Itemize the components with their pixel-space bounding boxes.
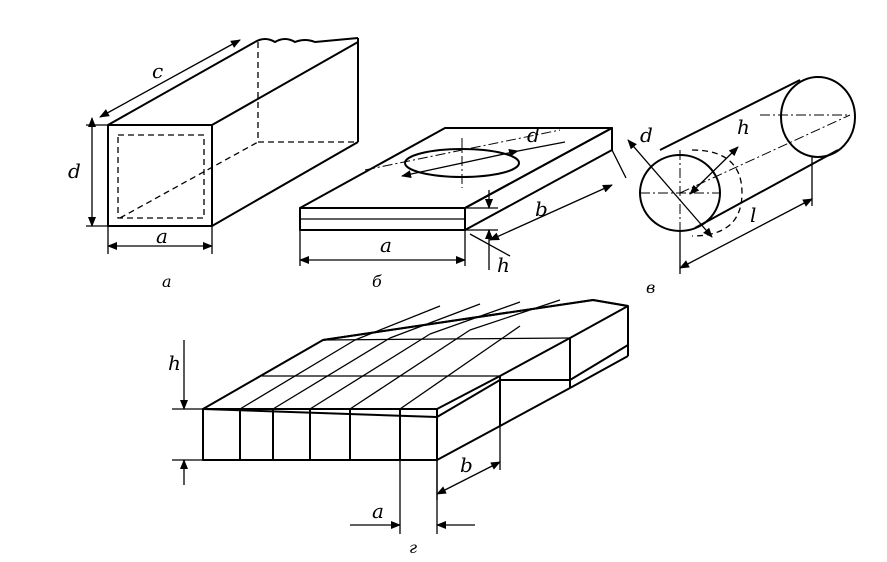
figure-b-plate — [299, 127, 627, 270]
label-h: h — [737, 115, 750, 139]
plate-top-face — [299, 127, 613, 209]
figure-c-cylinder — [627, 76, 856, 274]
caption-c: в — [646, 278, 655, 297]
caption-b: б — [372, 272, 382, 291]
dimension-hole-d — [401, 148, 519, 179]
label-d: d — [527, 123, 540, 147]
label-c: c — [152, 59, 163, 83]
blocks-top-surface — [202, 299, 629, 418]
label-l: l — [750, 203, 756, 227]
label-h: h — [497, 253, 510, 277]
label-h: h — [168, 351, 181, 375]
caption-d: г — [409, 538, 417, 557]
label-d: d — [68, 159, 81, 183]
label-a: a — [156, 224, 168, 248]
dimension-c — [99, 39, 241, 118]
prism-inner-outline — [117, 134, 205, 219]
figure-d-blocks — [172, 299, 629, 534]
label-a: a — [372, 499, 384, 523]
dimension-b — [489, 184, 613, 241]
label-d: d — [640, 123, 653, 147]
prism-front-face — [107, 124, 213, 227]
caption-a: а — [162, 272, 172, 291]
label-b: b — [535, 197, 548, 221]
dimension-h — [689, 146, 739, 195]
dimension-b — [436, 461, 501, 495]
label-a: a — [380, 233, 392, 257]
blocks-front-face — [202, 408, 438, 461]
dimension-l — [679, 198, 813, 269]
cylinder-back-end — [780, 76, 856, 158]
prism-broken-edge — [254, 37, 359, 43]
figure-a-prism — [86, 37, 359, 254]
label-b: b — [460, 453, 473, 477]
